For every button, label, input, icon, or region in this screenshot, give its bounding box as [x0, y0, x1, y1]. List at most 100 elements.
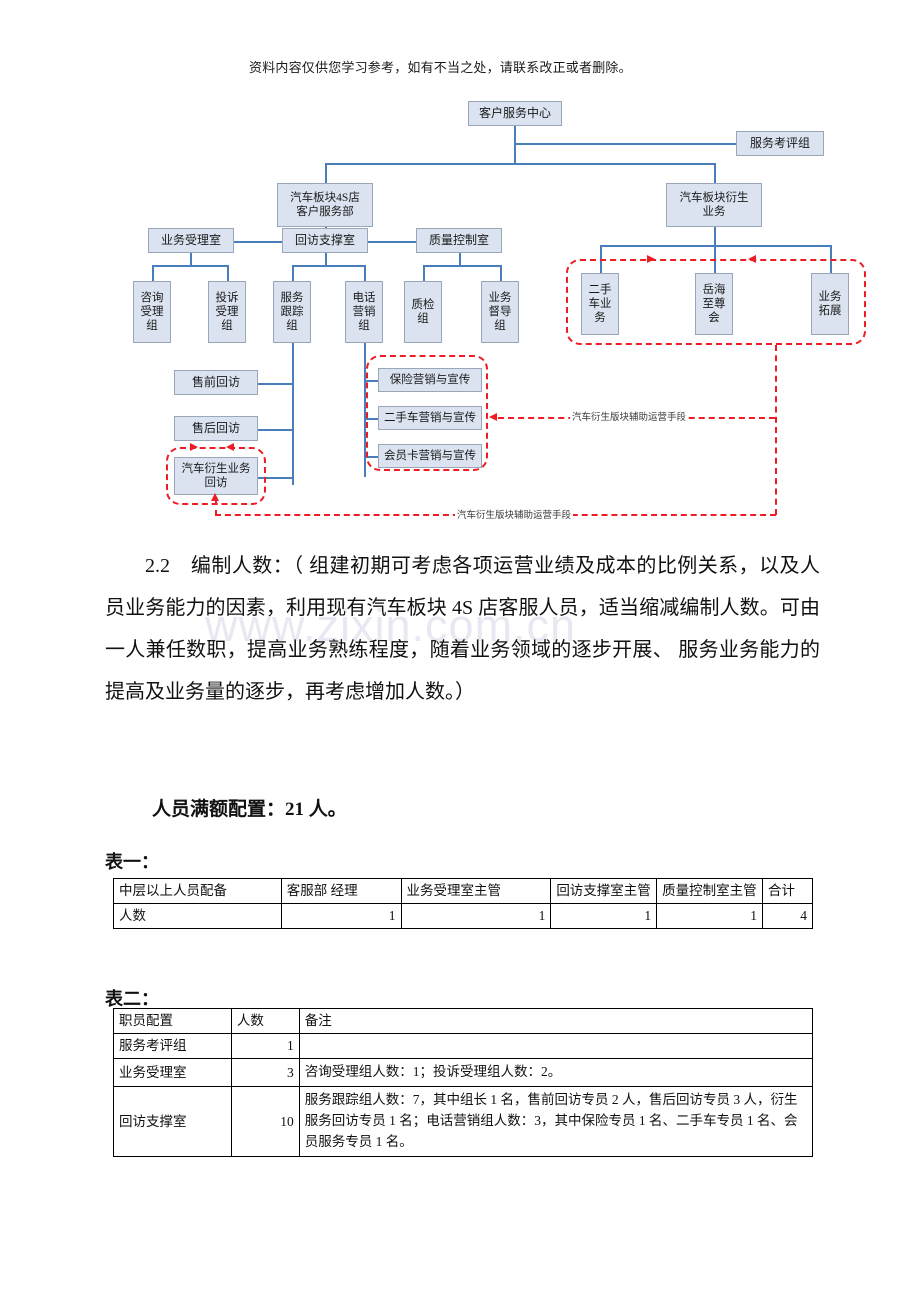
connector-to-derivative-visit [258, 477, 294, 479]
table-one-cell-count: 1 [550, 903, 658, 930]
table-two-cell-count: 3 [230, 1058, 300, 1088]
dashed-path-right-vertical [775, 345, 777, 515]
table-one-header-cell: 回访支撑室主管 [550, 877, 658, 905]
connector-to-usedcar-business [600, 245, 602, 282]
node-complaint-reception-group: 投诉 受理 组 [208, 281, 246, 343]
connector-to-inspection-group [423, 265, 425, 283]
header-disclaimer-note: 资料内容仅供您学习参考，如有不当之处，请联系改正或者删除。 [249, 60, 632, 75]
table-two-header-cell: 职员配置 [113, 1007, 232, 1035]
connector-followupoffice-down [325, 253, 327, 267]
arrow-derivative-right [748, 255, 756, 263]
node-customer-service-center: 客户服务中心 [468, 101, 562, 126]
connector-qualityoffice-bus [423, 265, 501, 267]
connector-to-usedcar-marketing [364, 418, 382, 420]
node-label: 售后回访 [191, 421, 240, 435]
node-business-reception-office: 业务受理室 [148, 228, 234, 253]
table-two-cell-count: 10 [230, 1086, 300, 1158]
connector-root-trunk [514, 143, 516, 165]
node-label: 汽车衍生业务 回访 [181, 462, 251, 489]
connector-derivative-bus [600, 245, 832, 247]
connector-to-telemarketing-group [364, 265, 366, 283]
connector-root-to-eval [514, 143, 736, 145]
connector-to-consult-group [152, 265, 154, 283]
table-two-cell-count: 1 [230, 1033, 300, 1060]
table-two-header-cell: 人数 [230, 1007, 300, 1035]
table-row-header: 中层以上人员配备 客服部 经理 业务受理室主管 回访支撑室主管 质量控制室主管 … [113, 877, 813, 905]
node-quality-inspection-group: 质检 组 [404, 281, 442, 343]
arrow-derivative-visit-right [226, 443, 234, 451]
table-one-cell-count: 1 [280, 903, 402, 930]
table-one-cell-total: 4 [762, 903, 813, 930]
node-label: 售前回访 [191, 375, 240, 389]
table-row: 业务受理室 3 咨询受理组人数：1；投诉受理组人数：2。 [113, 1058, 814, 1088]
node-label: 业务 督导 组 [488, 291, 512, 332]
node-service-tracking-group: 服务 跟踪 组 [273, 281, 311, 343]
arrow-derivative-visit-left [190, 443, 198, 451]
dashed-path-bottom-left-up [215, 499, 217, 516]
node-label: 回访支撑室 [294, 233, 355, 247]
dashed-group-marketing [366, 355, 488, 471]
node-membercard-marketing-promotion: 会员卡营销与宣传 [378, 444, 482, 468]
table-one-header-cell: 业务受理室主管 [400, 877, 552, 905]
arrow-derivative-left [647, 255, 655, 263]
node-label: 二手 车业 务 [588, 283, 612, 324]
connector-to-presale-visit [258, 383, 294, 385]
node-followup-support-office: 回访支撑室 [282, 228, 368, 253]
node-auto-4s-customer-service-dept: 汽车板块4S店 客户服务部 [277, 183, 373, 227]
connector-qualityoffice-down [459, 253, 461, 267]
connector-root-down [514, 125, 516, 145]
node-aftersale-followup-visit: 售后回访 [174, 416, 258, 441]
connector-derivative-down [714, 227, 716, 247]
connector-telemarketing-spine [364, 343, 366, 477]
node-label: 会员卡营销与宣传 [384, 449, 476, 462]
table-one-header-cell: 质量控制室主管 [656, 877, 763, 905]
node-label: 汽车板块4S店 客户服务部 [290, 191, 360, 218]
node-label: 服务 跟踪 组 [280, 291, 304, 332]
node-business-expansion: 业务 拓展 [811, 273, 849, 335]
connector-to-dept-derivative [714, 163, 716, 185]
node-telemarketing-group: 电话 营销 组 [345, 281, 383, 343]
arrow-aux-right-into-marketing [489, 413, 497, 421]
table-row: 服务考评组 1 [113, 1033, 814, 1060]
table-one-cell-count: 1 [656, 903, 763, 930]
connector-to-insurance-marketing [364, 380, 382, 382]
connector-to-business-expand [830, 245, 832, 282]
table-one-row-label: 人数 [113, 903, 282, 930]
node-label: 服务考评组 [749, 136, 810, 150]
table-one-header-cell: 客服部 经理 [280, 877, 402, 905]
connector-followupoffice-bus [292, 265, 366, 267]
table-two-staff-allocation: 职员配置 人数 备注 服务考评组 1 业务受理室 3 咨询受理组人数：1；投诉受… [113, 1007, 814, 1158]
table-two-cell-note: 服务跟踪组人数：7，其中组长 1 名，售前回访专员 2 人，售后回访专员 3 人… [298, 1086, 814, 1158]
table-two-cell-position: 服务考评组 [113, 1033, 232, 1060]
table-one-header-cell: 中层以上人员配备 [113, 877, 282, 905]
node-business-supervision-group: 业务 督导 组 [481, 281, 519, 343]
node-label: 咨询 受理 组 [140, 291, 164, 332]
node-derivative-business-visit: 汽车衍生业务 回访 [174, 457, 258, 495]
connector-to-service-track-group [292, 265, 294, 283]
node-usedcar-marketing-promotion: 二手车营销与宣传 [378, 406, 482, 430]
node-service-evaluation-group: 服务考评组 [736, 131, 824, 156]
table-one-management-staffing: 中层以上人员配备 客服部 经理 业务受理室主管 回访支撑室主管 质量控制室主管 … [113, 877, 813, 930]
connector-busoffice-down [190, 253, 192, 267]
annotation-aux-means-right: 汽车衍生版块辅助运营手段 [570, 409, 689, 423]
node-consultation-reception-group: 咨询 受理 组 [133, 281, 171, 343]
node-insurance-marketing-promotion: 保险营销与宣传 [378, 368, 482, 392]
headcount-total-line: 人员满额配置：21 人。 [152, 799, 347, 820]
node-label: 客户服务中心 [478, 106, 551, 120]
annotation-aux-means-bottom: 汽车衍生版块辅助运营手段 [455, 507, 574, 521]
node-label: 电话 营销 组 [352, 291, 376, 332]
table-one-header-cell: 合计 [762, 877, 813, 905]
node-label: 质检 组 [411, 298, 435, 325]
node-yuehai-supreme-club: 岳海 至尊 会 [695, 273, 733, 335]
arrow-aux-bottom-into-visit [211, 493, 219, 501]
connector-to-supervision-group [500, 265, 502, 283]
connector-busoffice-bus [152, 265, 229, 267]
node-label: 投诉 受理 组 [215, 291, 239, 332]
connector-servicetrack-spine [292, 343, 294, 485]
table-two-cell-position: 业务受理室 [113, 1058, 232, 1088]
node-quality-control-office: 质量控制室 [416, 228, 502, 253]
node-label: 业务 拓展 [818, 290, 842, 317]
table-two-cell-note [298, 1033, 814, 1060]
table-row: 回访支撑室 10 服务跟踪组人数：7，其中组长 1 名，售前回访专员 2 人，售… [113, 1086, 814, 1158]
